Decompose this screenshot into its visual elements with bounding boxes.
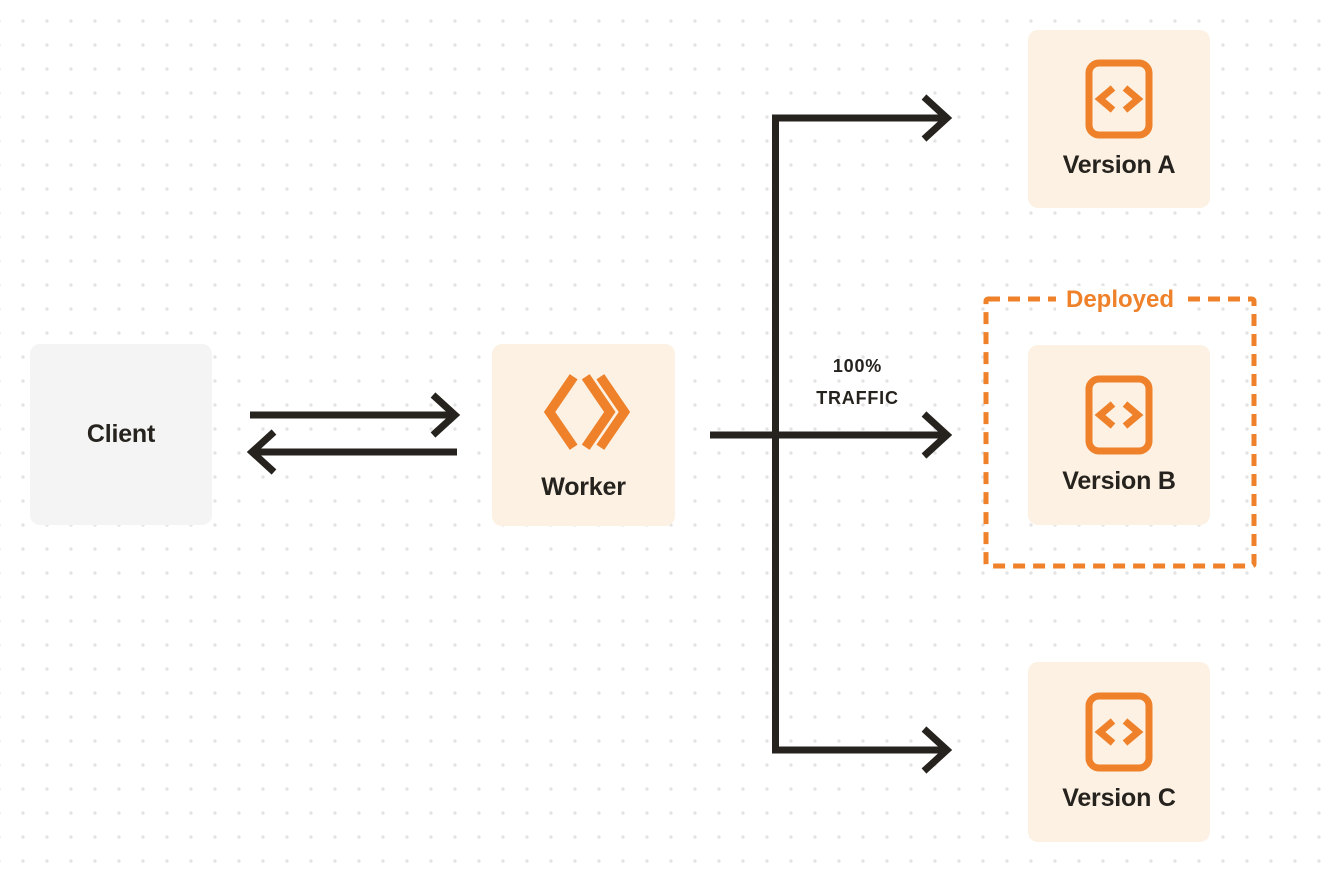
traffic-word: TRAFFIC [816,388,899,408]
traffic-label: 100% TRAFFIC [785,350,930,414]
node-client-label: Client [86,420,156,448]
traffic-percent: 100% [832,356,883,376]
code-file-icon [1085,692,1153,772]
node-version-b-label: Version B [1062,466,1176,495]
node-version-b: Version B [1028,345,1210,525]
node-worker: Worker [492,344,675,526]
node-version-c: Version C [1028,662,1210,842]
arrowhead-version-b [921,411,953,459]
node-version-c-label: Version C [1062,783,1176,812]
node-worker-label: Worker [541,472,626,501]
node-client: Client [30,344,212,525]
arrowhead-version-a [921,94,953,142]
arrowhead-client-to-worker [430,392,461,438]
arrowhead-worker-to-client [246,429,277,475]
node-version-a-label: Version A [1062,150,1176,179]
code-file-icon [1085,375,1153,455]
code-file-icon [1085,59,1153,139]
workers-logo-icon [541,369,630,455]
deployed-label: Deployed [986,286,1254,314]
branch-trunk-line [772,114,944,754]
arrowhead-version-c [921,726,953,774]
node-version-a: Version A [1028,30,1210,208]
